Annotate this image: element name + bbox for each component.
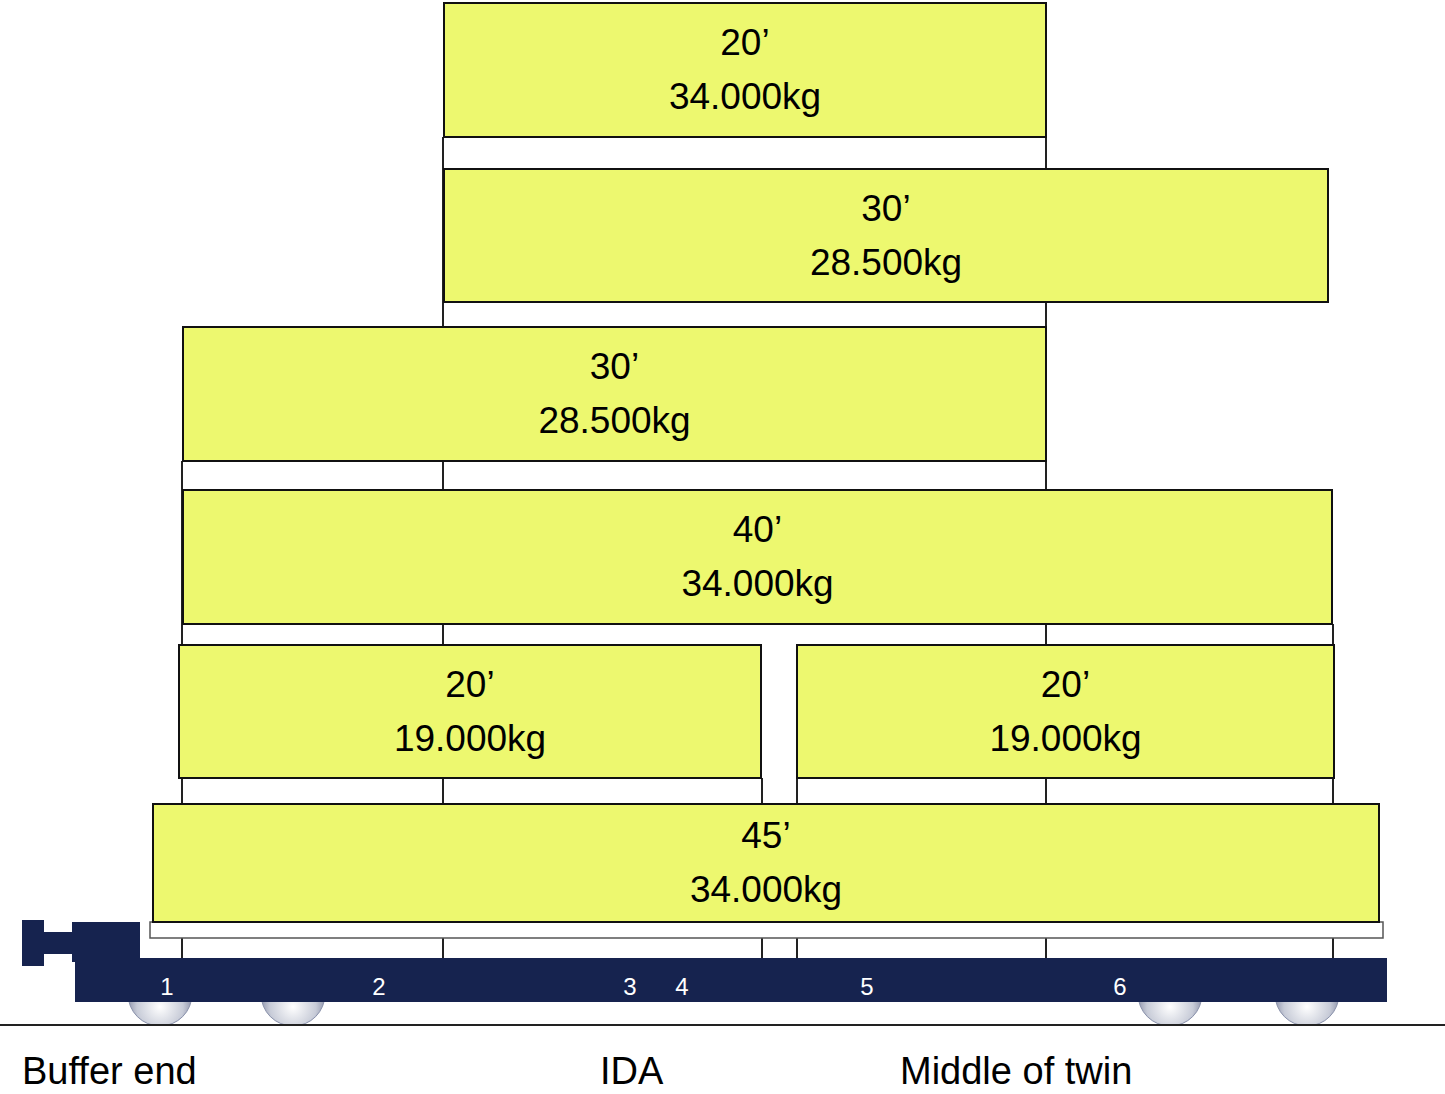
container-length: 20’ xyxy=(720,16,769,70)
axle-position-number: 4 xyxy=(675,973,688,1001)
axle-position-number: 2 xyxy=(372,973,385,1001)
container-weight: 34.000kg xyxy=(681,557,833,611)
base-plate xyxy=(150,922,1383,938)
buffer-housing xyxy=(72,922,140,962)
container-box: 30’28.500kg xyxy=(182,326,1047,462)
container-weight: 28.500kg xyxy=(810,236,962,290)
wagon-frame xyxy=(75,958,1387,1002)
position-caption: Buffer end xyxy=(22,1050,197,1093)
buffer-shaft xyxy=(42,932,74,954)
axle-position-number: 1 xyxy=(160,973,173,1001)
ground-cover xyxy=(0,1026,1445,1094)
container-length: 20’ xyxy=(445,658,494,712)
axle-position-number: 6 xyxy=(1113,973,1126,1001)
container-weight: 34.000kg xyxy=(669,70,821,124)
container-box: 20’19.000kg xyxy=(796,644,1335,779)
container-box: 30’28.500kg xyxy=(443,168,1329,303)
container-weight: 28.500kg xyxy=(538,394,690,448)
buffer-head xyxy=(22,920,44,966)
container-weight: 19.000kg xyxy=(394,712,546,766)
ground-line xyxy=(0,1024,1445,1026)
container-length: 20’ xyxy=(1041,658,1090,712)
container-length: 40’ xyxy=(733,503,782,557)
axle-position-number: 3 xyxy=(623,973,636,1001)
axle-position-number: 5 xyxy=(860,973,873,1001)
container-box: 45’34.000kg xyxy=(152,803,1380,923)
container-length: 45’ xyxy=(741,809,790,863)
position-caption: IDA xyxy=(600,1050,663,1093)
container-box: 20’19.000kg xyxy=(178,644,762,779)
container-weight: 19.000kg xyxy=(989,712,1141,766)
position-caption: Middle of twin xyxy=(900,1050,1132,1093)
container-weight: 34.000kg xyxy=(690,863,842,917)
container-box: 40’34.000kg xyxy=(182,489,1333,625)
container-length: 30’ xyxy=(861,182,910,236)
container-box: 20’34.000kg xyxy=(443,2,1047,138)
container-length: 30’ xyxy=(590,340,639,394)
